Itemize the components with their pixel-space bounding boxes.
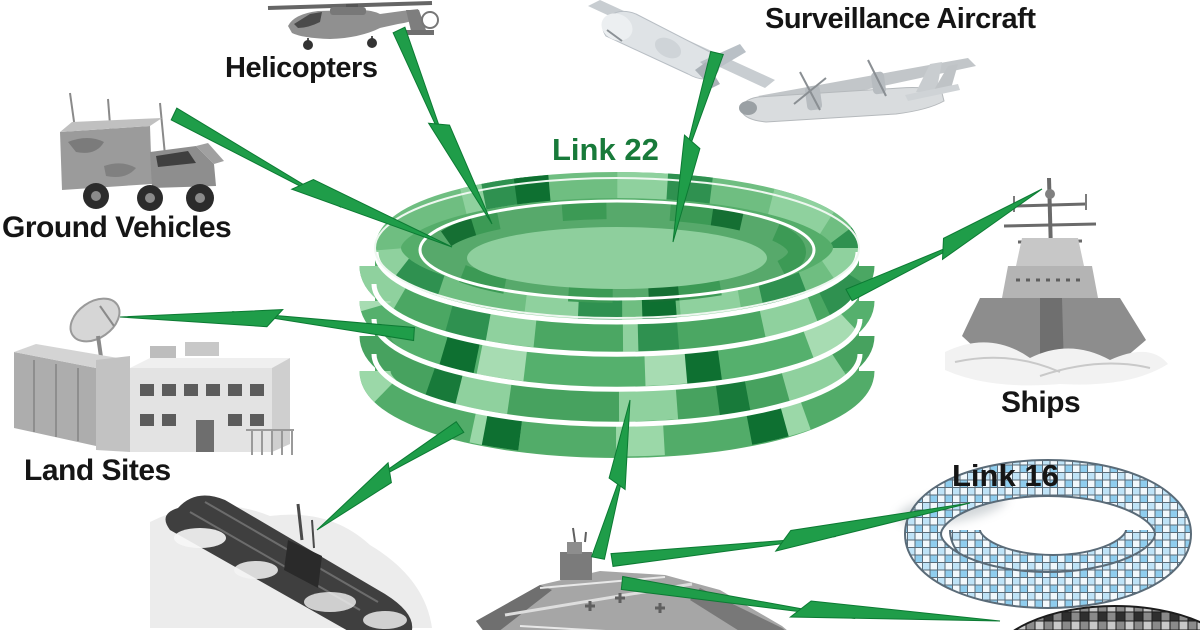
label-helicopters: Helicopters xyxy=(225,52,378,84)
bolt-link-22-to-ships xyxy=(941,188,1043,261)
bolt-aircraft-carrier-to-link-16 xyxy=(774,502,971,552)
bolt-surveillance-aircraft-to-link-22 xyxy=(672,134,701,243)
surveillance-plane-icon xyxy=(739,58,976,123)
bolt-aircraft-carrier-to-gray-ring xyxy=(788,600,1001,622)
helicopter-icon xyxy=(267,1,439,50)
ground-vehicle-icon xyxy=(60,92,224,212)
bolt-link-22-to-submarines xyxy=(316,461,392,531)
label-link-16: Link 16 xyxy=(952,458,1059,493)
aircraft-carrier-icon xyxy=(476,527,787,630)
satellite-dish-icon xyxy=(69,297,121,365)
label-land-sites: Land Sites xyxy=(24,454,171,487)
bolt-ground-vehicles-to-link-22 xyxy=(170,107,342,208)
bolt-link-22-to-submarines xyxy=(366,421,465,485)
label-ships: Ships xyxy=(1001,386,1081,419)
link-22-ring xyxy=(359,172,875,458)
submarine-icon xyxy=(150,495,432,630)
label-link-22: Link 22 xyxy=(552,132,659,167)
bolt-aircraft-carrier-to-link-22 xyxy=(608,399,631,491)
bolt-link-22-to-ships xyxy=(845,236,974,302)
bolt-helicopters-to-link-22 xyxy=(427,122,493,225)
label-ground-vehicles: Ground Vehicles xyxy=(2,211,232,244)
bolt-aircraft-carrier-to-gray-ring xyxy=(620,575,856,619)
surveillance-drone-icon xyxy=(588,0,775,88)
land-site-building-icon xyxy=(14,297,294,455)
bolt-aircraft-carrier-to-link-16 xyxy=(610,536,836,567)
bolt-surveillance-aircraft-to-link-22 xyxy=(681,50,724,169)
bolt-ground-vehicles-to-link-22 xyxy=(290,179,453,248)
bolt-link-22-to-land-sites xyxy=(232,311,415,342)
destroyer-ship-icon xyxy=(945,177,1168,386)
bolt-aircraft-carrier-to-link-22 xyxy=(590,461,627,560)
bolt-link-22-to-land-sites xyxy=(119,309,284,328)
link-bolts xyxy=(119,26,1043,622)
bolt-helicopters-to-link-22 xyxy=(392,26,450,155)
gray-ring-partial xyxy=(1013,605,1200,630)
link-16-ring xyxy=(897,459,1192,609)
label-surveillance-aircraft: Surveillance Aircraft xyxy=(765,3,1036,35)
